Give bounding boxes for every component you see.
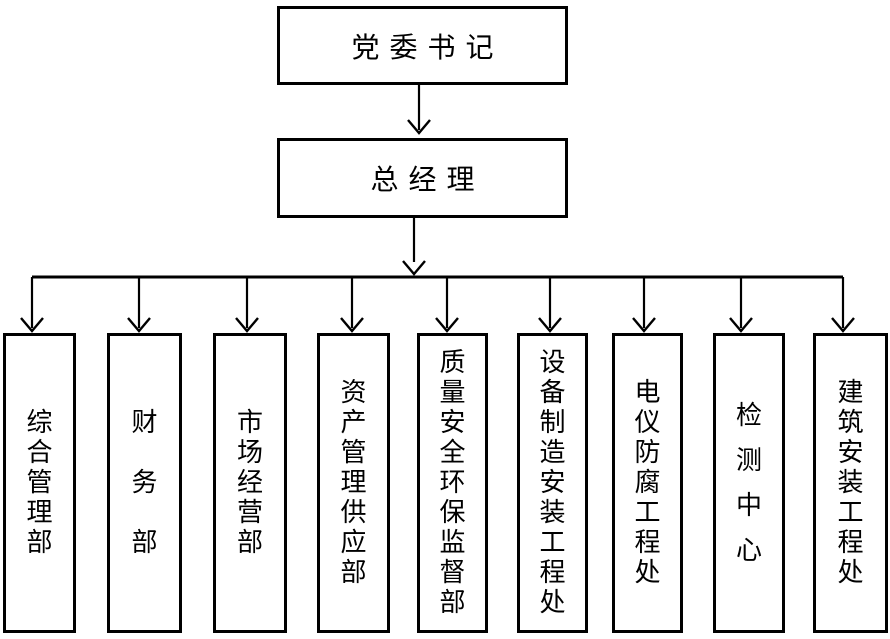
department-label-char: 造 <box>539 438 566 467</box>
department-label-char: 资 <box>340 378 367 407</box>
department-label-char: 供 <box>340 498 367 527</box>
node-general-manager: 总经理 <box>277 138 568 218</box>
department-label-char: 量 <box>439 378 466 407</box>
department-label: 质量安全环保监督部 <box>420 336 485 630</box>
department-label-char: 营 <box>236 498 263 527</box>
department-label-char: 安 <box>539 468 566 497</box>
connector-drop-arrow <box>538 277 562 333</box>
department-label-char: 务 <box>131 468 158 497</box>
connector-drop-arrow <box>340 277 364 333</box>
department-label-char: 工 <box>539 528 566 557</box>
node-department: 设备制造安装工程处 <box>517 333 588 633</box>
department-label-char: 财 <box>131 408 158 437</box>
department-label-char: 腐 <box>634 468 661 497</box>
department-label-char: 全 <box>439 438 466 467</box>
department-label-char: 处 <box>634 558 661 587</box>
department-label: 资产管理供应部 <box>320 336 387 630</box>
connector-drop-arrow <box>729 277 753 333</box>
department-label-char: 综 <box>26 408 53 437</box>
department-label-char: 工 <box>837 498 864 527</box>
department-label-char: 安 <box>439 408 466 437</box>
department-label-char: 建 <box>837 378 864 407</box>
department-label-char: 质 <box>439 348 466 377</box>
department-label-char: 产 <box>340 408 367 437</box>
department-label-char: 理 <box>26 498 53 527</box>
connector-drop-arrow <box>235 277 259 333</box>
department-label-char: 处 <box>837 558 864 587</box>
node-department: 财务部 <box>107 333 182 633</box>
node-department: 电仪防腐工程处 <box>612 333 683 633</box>
department-label-char: 保 <box>439 498 466 527</box>
node-department: 建筑安装工程处 <box>813 333 888 633</box>
department-label: 市场经营部 <box>216 336 284 630</box>
department-label-char: 部 <box>236 528 263 557</box>
node-party-secretary: 党委书记 <box>277 6 568 85</box>
department-label-char: 部 <box>439 588 466 617</box>
department-label-char: 程 <box>837 528 864 557</box>
department-label-char: 筑 <box>837 408 864 437</box>
department-label-char: 仪 <box>634 408 661 437</box>
department-label-char: 管 <box>340 438 367 467</box>
department-label-char: 检 <box>735 401 762 430</box>
department-label-char: 管 <box>26 468 53 497</box>
node-department: 检测中心 <box>713 333 785 633</box>
connector-arrow-manager <box>402 218 426 276</box>
department-label-char: 应 <box>340 528 367 557</box>
department-label-char: 制 <box>539 408 566 437</box>
department-label-char: 备 <box>539 378 566 407</box>
department-label-char: 安 <box>837 438 864 467</box>
department-label-char: 防 <box>634 438 661 467</box>
connector-drop-arrow <box>831 277 855 333</box>
department-label-char: 市 <box>236 408 263 437</box>
department-label-char: 程 <box>634 528 661 557</box>
department-label-char: 心 <box>735 536 762 565</box>
node-department: 资产管理供应部 <box>317 333 390 633</box>
department-label-char: 经 <box>236 468 263 497</box>
department-label: 检测中心 <box>716 336 782 630</box>
department-label: 财务部 <box>110 336 179 630</box>
department-label-char: 场 <box>236 438 263 467</box>
department-label: 综合管理部 <box>6 336 73 630</box>
department-label-char: 程 <box>539 558 566 587</box>
department-label-char: 监 <box>439 528 466 557</box>
connector-drop-arrow <box>127 277 151 333</box>
department-label-char: 理 <box>340 468 367 497</box>
department-label-char: 部 <box>26 528 53 557</box>
department-label-char: 部 <box>131 528 158 557</box>
department-label-char: 电 <box>634 378 661 407</box>
connector-drop-arrow <box>20 277 44 333</box>
node-department: 市场经营部 <box>213 333 287 633</box>
department-label-char: 合 <box>26 438 53 467</box>
department-label: 设备制造安装工程处 <box>520 336 585 630</box>
department-label-char: 工 <box>634 498 661 527</box>
department-label-char: 设 <box>539 348 566 377</box>
department-label: 电仪防腐工程处 <box>615 336 680 630</box>
connector-drop-arrow <box>632 277 656 333</box>
department-label-char: 督 <box>439 558 466 587</box>
department-label-char: 中 <box>735 491 762 520</box>
department-label: 建筑安装工程处 <box>816 336 885 630</box>
connector-drop-arrows <box>20 277 855 333</box>
department-label-char: 部 <box>340 558 367 587</box>
department-label-char: 环 <box>439 468 466 497</box>
department-label-char: 处 <box>539 588 566 617</box>
node-department: 质量安全环保监督部 <box>417 333 488 633</box>
department-label-char: 测 <box>735 446 762 475</box>
department-label-char: 装 <box>837 468 864 497</box>
node-department: 综合管理部 <box>3 333 76 633</box>
connector-arrow-top <box>407 85 431 135</box>
department-label-char: 装 <box>539 498 566 527</box>
connector-drop-arrow <box>435 277 459 333</box>
